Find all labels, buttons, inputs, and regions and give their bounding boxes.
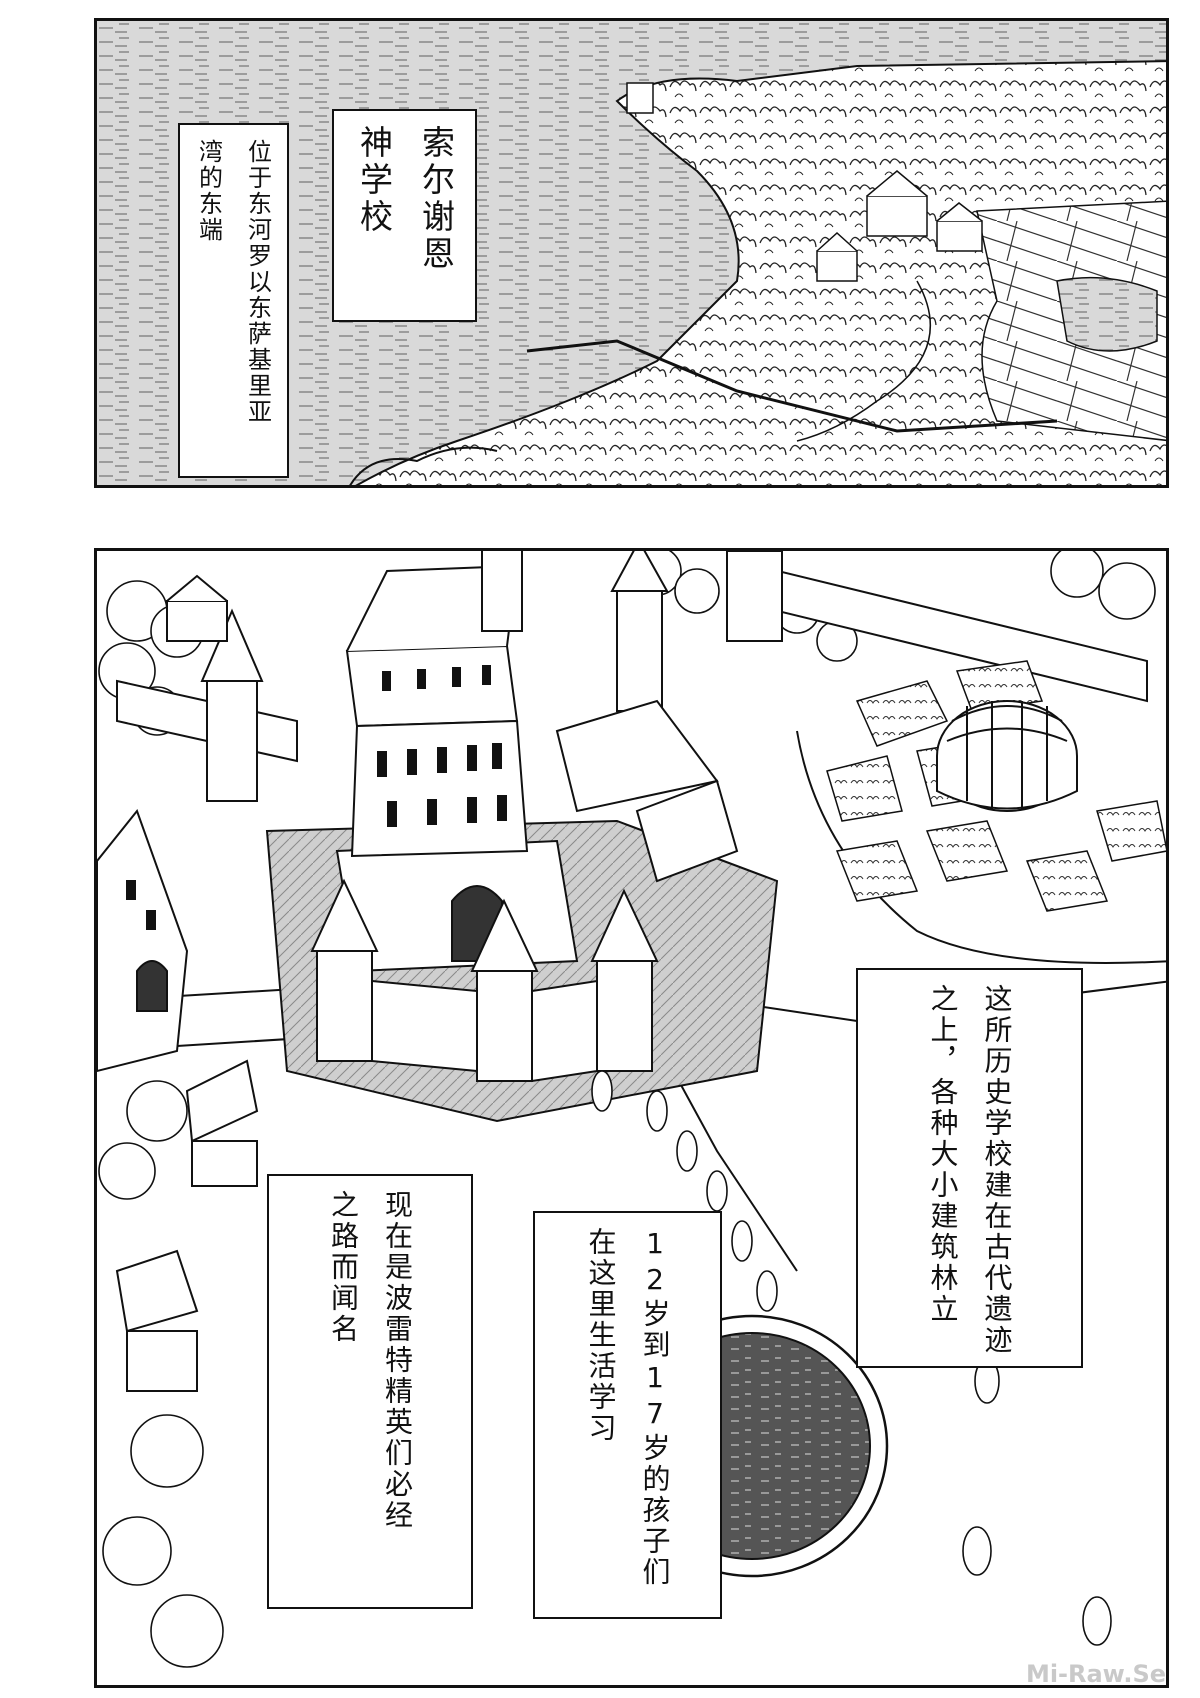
caption-line: 湾的东端: [194, 139, 223, 243]
caption-line: 这所历史学校建在古代遗迹: [980, 984, 1014, 1356]
watermark-text: Mi-Raw.Se: [1025, 1660, 1166, 1688]
caption-line: 神学校: [354, 125, 394, 236]
caption-line: 之上，各种大小建筑林立: [926, 984, 960, 1325]
caption-line: 位于东河罗以东萨基里亚: [243, 139, 272, 425]
caption-line: 12岁到17岁的孩子们: [638, 1227, 672, 1588]
caption-line: 之路而闻名: [327, 1190, 360, 1345]
caption-line: 在这里生活学习: [584, 1227, 618, 1444]
caption-location: 位于东河罗以东萨基里亚 湾的东端: [178, 123, 289, 478]
caption-line: 索尔谢恩: [416, 125, 456, 273]
caption-line: 现在是波雷特精英们必经: [381, 1190, 414, 1531]
panel-coastline: 索尔谢恩 神学校 位于东河罗以东萨基里亚 湾的东端: [94, 18, 1169, 488]
caption-history: 这所历史学校建在古代遗迹 之上，各种大小建筑林立: [856, 968, 1083, 1368]
caption-students: 12岁到17岁的孩子们 在这里生活学习: [533, 1211, 722, 1619]
panel-castle: 这所历史学校建在古代遗迹 之上，各种大小建筑林立 现在是波雷特精英们必经 之路而…: [94, 548, 1169, 1688]
caption-school-name: 索尔谢恩 神学校: [332, 109, 477, 322]
caption-elite: 现在是波雷特精英们必经 之路而闻名: [267, 1174, 473, 1609]
